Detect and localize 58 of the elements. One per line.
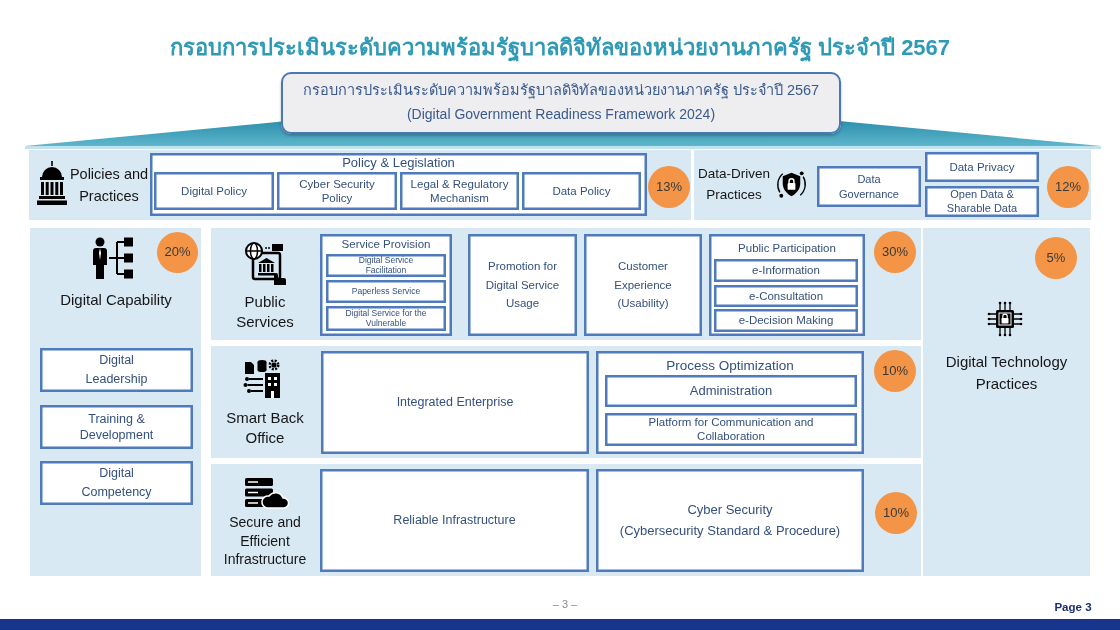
criterion-group [320,234,452,336]
category-heading: Digital Capability [60,289,172,310]
criterion-card: Digital Service for the Vulnerable [326,306,446,331]
category-panel [29,150,691,220]
criterion-card: Digital Service Facilitation [326,254,446,277]
criterion-card: Platform for Communication and Collaboration [605,413,857,446]
framework-subtitle: (Digital Government Readiness Framework 2024) [406,104,716,124]
category-panel [923,228,1090,576]
criterion-card: Digital Policy [154,172,274,210]
criterion-card: Open Data & Sharable Data [925,186,1039,217]
criterion-card: Digital Leadership [40,348,193,392]
header-panel [281,72,841,134]
framework-title: กรอบการประเมินระดับความพร้อมรัฐบาลดิจิทัลของหน่วยงานภาครัฐ ประจำปี 2567 [302,81,820,101]
group-heading: Public Participation [738,241,836,257]
criterion-card: Data Policy [522,172,641,210]
criterion-group [709,234,865,336]
percentage-badge: 12% [1047,166,1089,208]
category-heading: Digital Technology Practices [944,351,1069,394]
percentage-badge: 10% [874,350,916,392]
category-heading: Public Services [235,291,295,332]
criterion-card: e-Consultation [714,285,858,307]
criterion-card: Legal & Regulatory Mechanism [400,172,519,210]
criterion-card: Digital Competency [40,461,193,505]
category-panel [30,228,201,576]
criterion-card: Data Governance [817,166,921,207]
percentage-badge: 13% [648,166,690,208]
percentage-badge: 5% [1035,237,1077,279]
category-heading: Secure and Efficient Infrastructure [222,512,308,570]
criterion-card: Administration [605,375,857,407]
group-heading: Policy & Legislation [342,154,455,172]
page-title: กรอบการประเมินระดับความพร้อมรัฐบาลดิจิทัลของหน่วยงานภาครัฐ ประจำปี 2567 [169,33,951,64]
page-label: Page 3 [1054,601,1092,613]
criterion-card: e-Decision Making [714,309,858,332]
category-panel [211,228,921,340]
criterion-group [150,153,647,216]
percentage-badge: 20% [157,232,198,273]
group-heading: Service Provision [341,236,431,252]
criterion-card: Promotion for Digital Service Usage [468,234,577,336]
category-panel [211,346,921,458]
category-heading: Data-Driven Practices [697,165,771,204]
criterion-card: Integrated Enterprise [321,351,589,454]
criterion-card: Cyber Security (Cybersecurity Standard & Procedure) [596,469,864,572]
criterion-card: Customer Experience (Usability) [584,234,702,336]
group-heading: Process Optimization [666,356,794,375]
criterion-card: Reliable Infrastructure [320,469,589,572]
category-heading: Smart Back Office [225,407,305,448]
category-panel [694,150,1091,220]
criterion-group [596,351,864,454]
criterion-card: Data Privacy [925,152,1039,182]
criterion-card: Paperless Service [326,280,446,303]
percentage-badge: 10% [875,492,917,534]
criterion-card: Training & Development [40,405,193,449]
criterion-card: Cyber Security Policy [277,172,397,210]
category-panel [211,464,921,576]
category-heading: Policies and Practices [68,164,150,206]
percentage-badge: 30% [874,231,916,273]
criterion-card: e-Information [714,259,858,282]
page-number: – 3 – [552,598,578,610]
